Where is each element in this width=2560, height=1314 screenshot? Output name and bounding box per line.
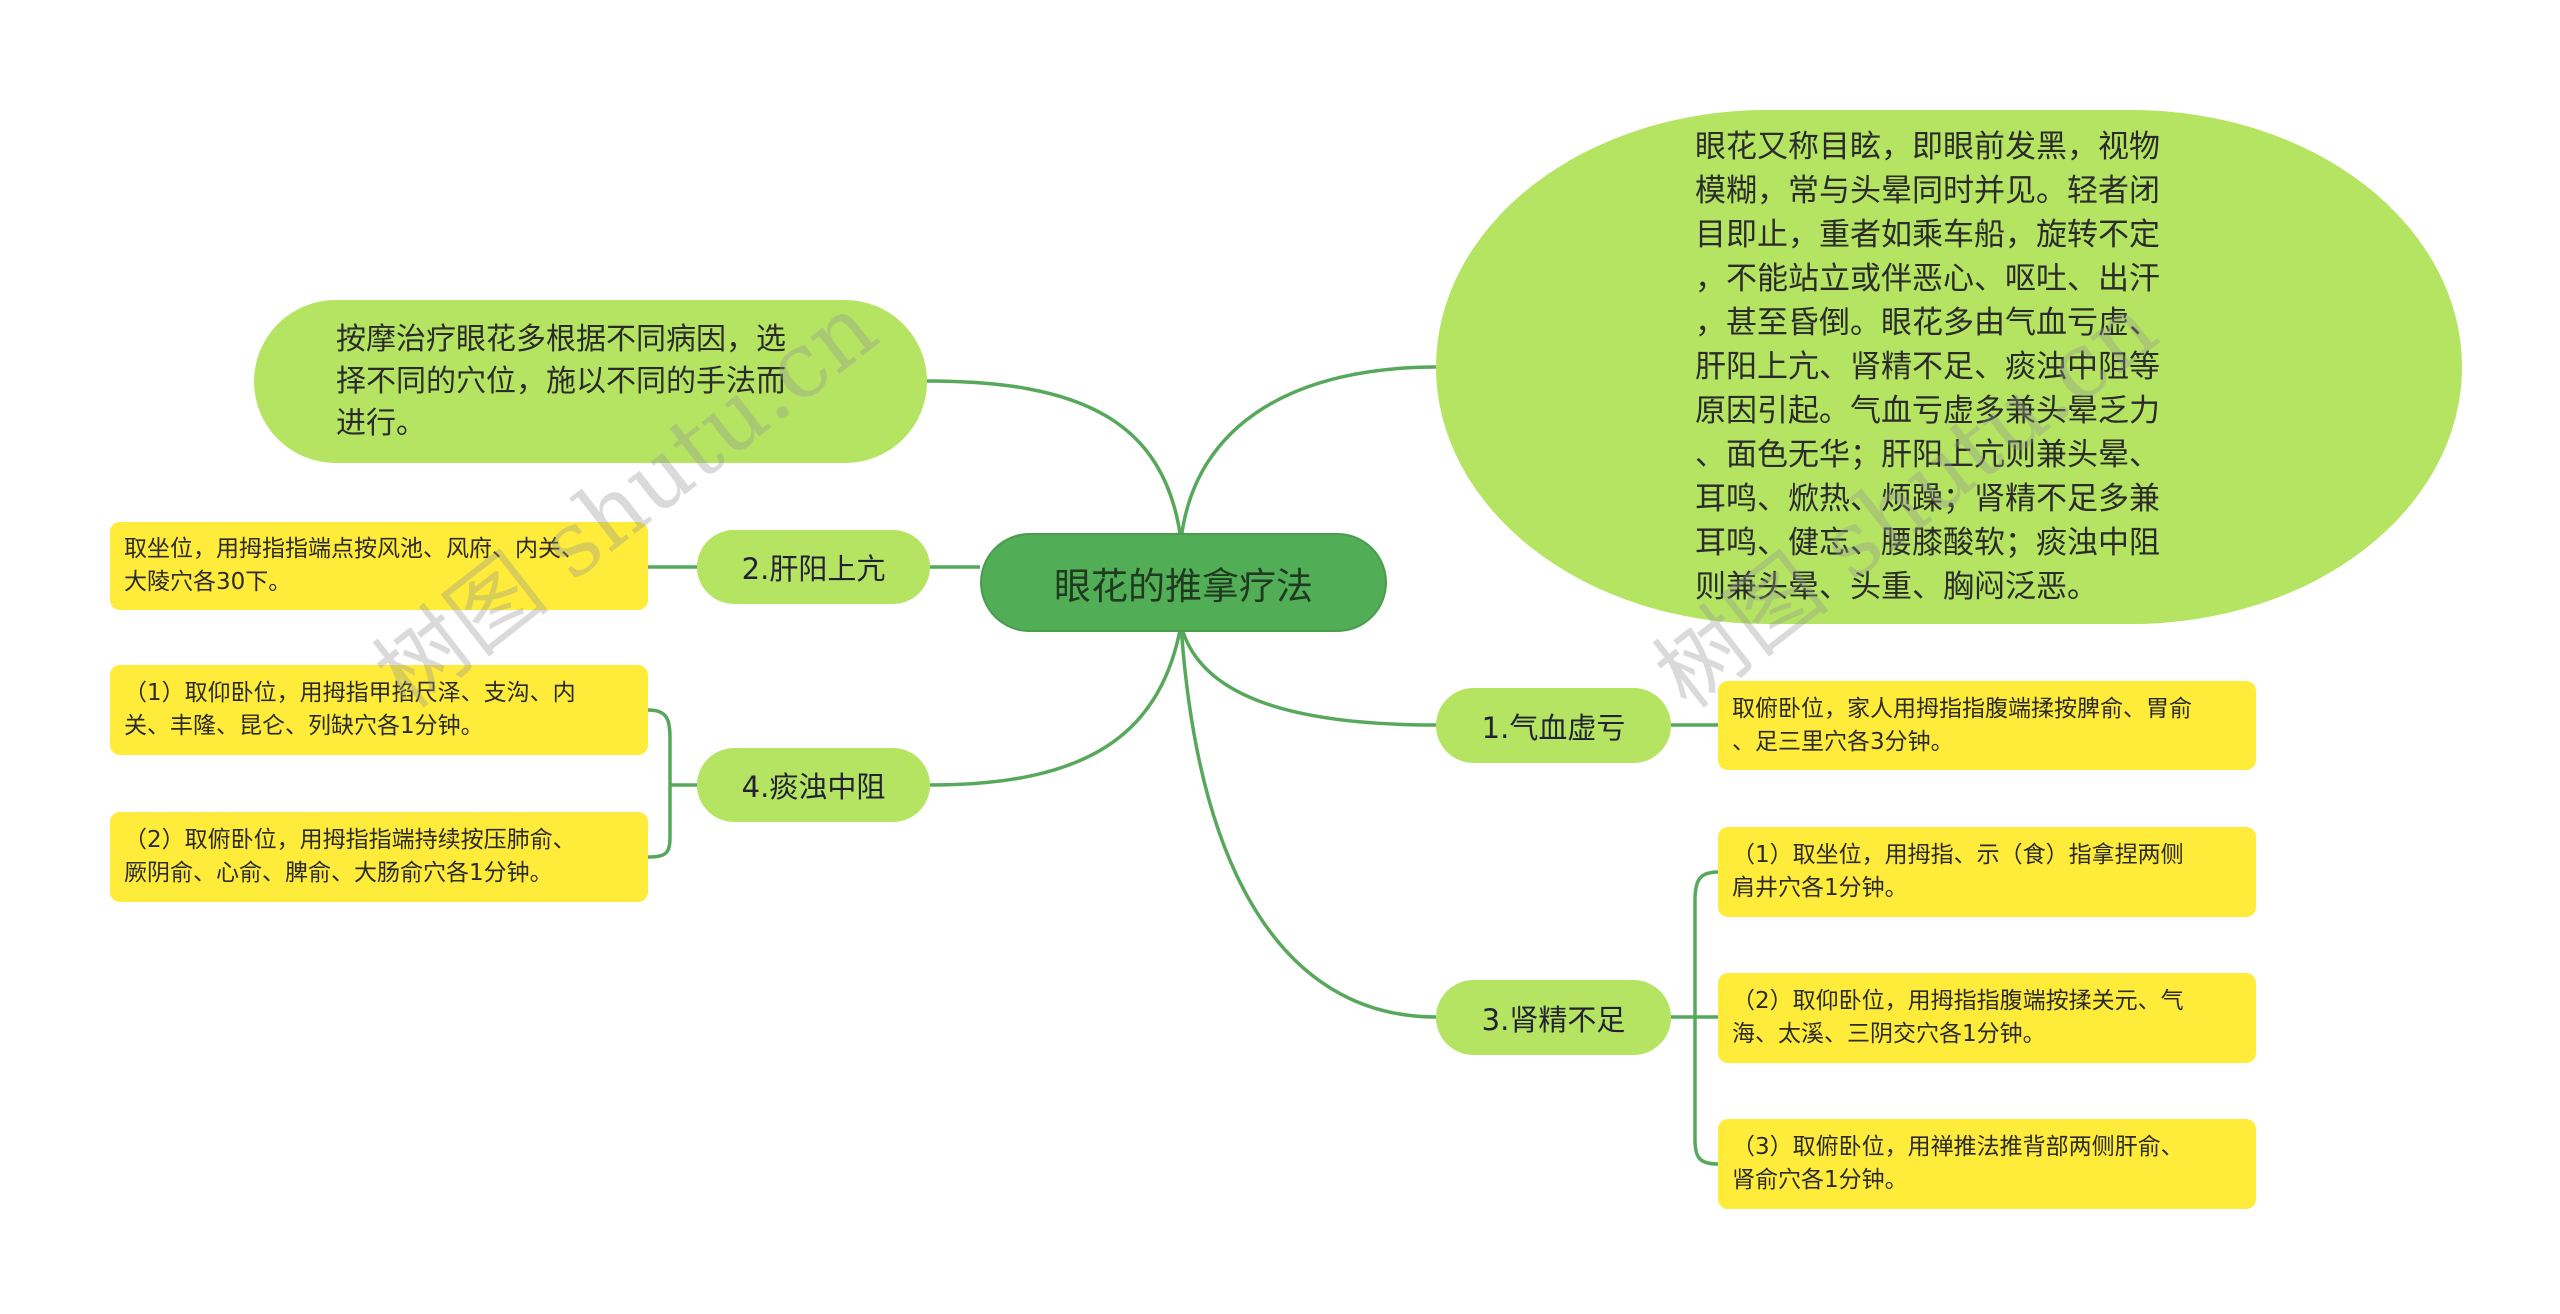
leaf-4-1[interactable]: （1）取仰卧位，用拇指甲掐尺泽、支沟、内关、丰隆、昆仑、列缺穴各1分钟。 <box>110 665 648 755</box>
leaf-3-1[interactable]: （1）取坐位，用拇指、示（食）指拿捏两侧肩井穴各1分钟。 <box>1718 827 2256 917</box>
branch-4-node[interactable]: 4.痰浊中阻 <box>697 748 930 822</box>
link-root-description <box>1179 365 1437 541</box>
leaf-text: 肩井穴各1分钟。 <box>1732 875 1908 901</box>
leaf-text: （2）取俯卧位，用拇指指端持续按压肺俞、 <box>124 827 576 853</box>
branch-label: 3.肾精不足 <box>1481 1002 1626 1037</box>
leaf-text: （1）取仰卧位，用拇指甲掐尺泽、支沟、内 <box>124 680 576 706</box>
leaf-text: 肾俞穴各1分钟。 <box>1732 1167 1908 1193</box>
link-root-branch-3 <box>1179 624 1437 1019</box>
text-line: 肝阳上亢、肾精不足、痰浊中阻等 <box>1695 349 2160 385</box>
leaf-text: （3）取俯卧位，用禅推法推背部两侧肝俞、 <box>1732 1134 2184 1160</box>
text-line: ，不能站立或伴恶心、呕吐、出汗 <box>1695 261 2160 297</box>
branch-3-node[interactable]: 3.肾精不足 <box>1436 980 1671 1055</box>
branch-1-node[interactable]: 1.气血虚亏 <box>1436 688 1671 763</box>
leaf-3-2[interactable]: （2）取仰卧位，用拇指指腹端按揉关元、气海、太溪、三阴交穴各1分钟。 <box>1718 973 2256 1063</box>
branch-label: 2.肝阳上亢 <box>741 552 886 586</box>
text-line: 耳鸣、焮热、烦躁；肾精不足多兼 <box>1695 481 2160 517</box>
link-branch4-leaves <box>647 708 697 859</box>
text-line: 耳鸣、健忘、腰膝酸软；痰浊中阻 <box>1695 525 2160 561</box>
text-line: 原因引起。气血亏虚多兼头晕乏力 <box>1695 393 2160 429</box>
text-line: 目即止，重者如乘车船，旋转不定 <box>1695 217 2160 253</box>
branch-label: 1.气血虚亏 <box>1481 710 1626 745</box>
link-root-branch-4 <box>929 624 1183 787</box>
intro-node[interactable]: 按摩治疗眼花多根据不同病因，选择不同的穴位，施以不同的手法而进行。 <box>254 300 927 463</box>
text-line: 择不同的穴位，施以不同的手法而 <box>336 363 786 399</box>
leaf-1-1[interactable]: 取俯卧位，家人用拇指指腹端揉按脾俞、胃俞、足三里穴各3分钟。 <box>1718 681 2256 770</box>
text-line: 眼花又称目眩，即眼前发黑，视物 <box>1695 129 2160 165</box>
leaf-text: 大陵穴各30下。 <box>124 569 292 595</box>
link-branch3-leaves <box>1671 870 1719 1166</box>
leaf-text: （1）取坐位，用拇指、示（食）指拿捏两侧 <box>1732 842 2184 868</box>
text-line: 按摩治疗眼花多根据不同病因，选 <box>336 321 786 357</box>
branch-2-node[interactable]: 2.肝阳上亢 <box>697 530 930 604</box>
leaf-2-1[interactable]: 取坐位，用拇指指端点按风池、风府、内关、大陵穴各30下。 <box>110 522 648 610</box>
text-line: ，甚至昏倒。眼花多由气血亏虚、 <box>1695 305 2160 341</box>
leaf-text: 关、丰隆、昆仑、列缺穴各1分钟。 <box>124 713 484 739</box>
leaf-text: 取俯卧位，家人用拇指指腹端揉按脾俞、胃俞 <box>1732 695 2192 722</box>
link-root-branch-1 <box>1179 624 1437 727</box>
leaf-text: 厥阴俞、心俞、脾俞、大肠俞穴各1分钟。 <box>124 860 553 886</box>
leaf-text: 、足三里穴各3分钟。 <box>1732 728 1954 755</box>
root-label: 眼花的推拿疗法 <box>1054 564 1313 608</box>
text-line: 则兼头晕、头重、胸闷泛恶。 <box>1695 569 2098 605</box>
leaf-3-3[interactable]: （3）取俯卧位，用禅推法推背部两侧肝俞、肾俞穴各1分钟。 <box>1718 1119 2256 1209</box>
text-line: 模糊，常与头晕同时并见。轻者闭 <box>1695 173 2160 209</box>
root-node[interactable]: 眼花的推拿疗法 <box>980 533 1387 632</box>
text-line: 进行。 <box>336 405 426 441</box>
text-line: 、面色无华；肝阳上亢则兼头晕、 <box>1695 437 2160 473</box>
leaf-text: 海、太溪、三阴交穴各1分钟。 <box>1732 1021 2046 1047</box>
description-node[interactable]: 眼花又称目眩，即眼前发黑，视物模糊，常与头晕同时并见。轻者闭目即止，重者如乘车船… <box>1436 110 2462 624</box>
leaf-4-2[interactable]: （2）取俯卧位，用拇指指端持续按压肺俞、厥阴俞、心俞、脾俞、大肠俞穴各1分钟。 <box>110 812 648 902</box>
branch-label: 4.痰浊中阻 <box>741 770 886 804</box>
leaf-text: （2）取仰卧位，用拇指指腹端按揉关元、气 <box>1732 988 2184 1014</box>
leaf-text: 取坐位，用拇指指端点按风池、风府、内关、 <box>124 536 584 562</box>
link-root-intro <box>926 379 1183 541</box>
